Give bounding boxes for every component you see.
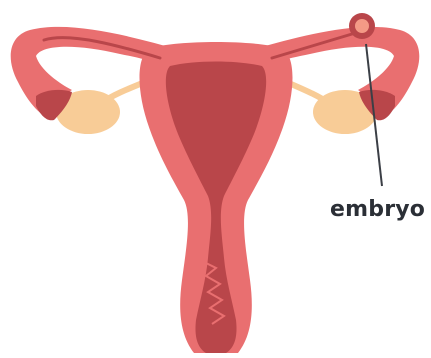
embryo-shape (355, 19, 369, 33)
embryo-label: embryo (330, 197, 425, 222)
